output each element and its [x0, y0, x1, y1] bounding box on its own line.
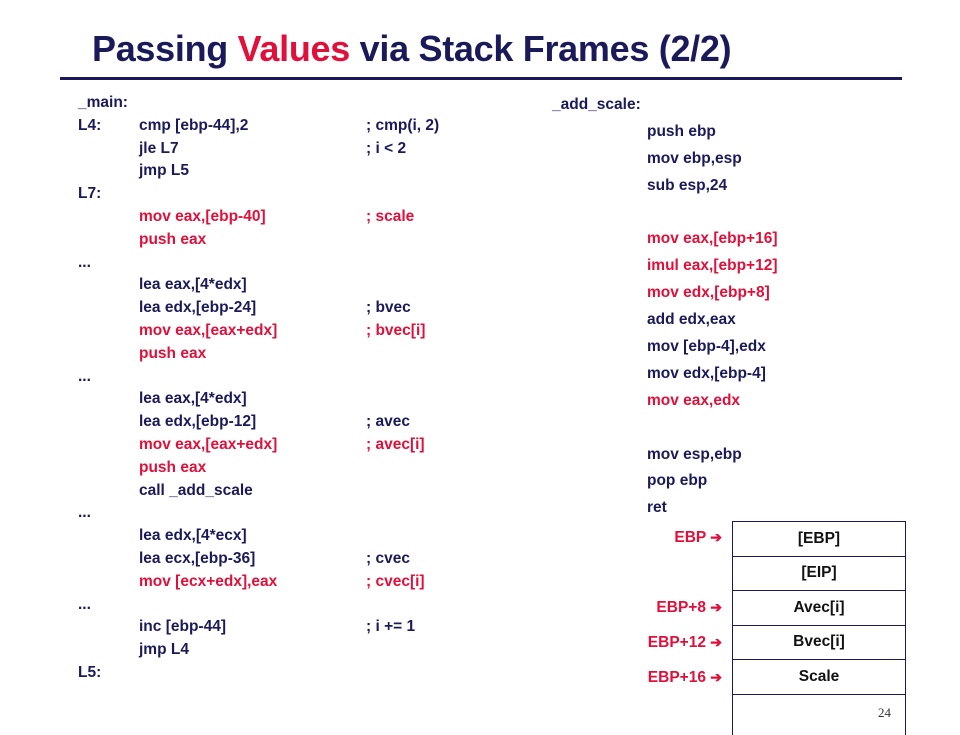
code-instruction: lea edx,[ebp-24]	[139, 299, 257, 317]
code-instruction: mov eax,[ebp+16]	[647, 230, 778, 248]
code-label: L5:	[78, 663, 102, 681]
code-instruction: jle L7	[139, 139, 179, 157]
code-instruction: mov [ecx+edx],eax	[139, 572, 278, 590]
code-instruction: lea eax,[4*edx]	[139, 276, 247, 294]
code-comment: ; cmp(i, 2)	[366, 116, 440, 134]
code-label: ...	[78, 504, 91, 522]
code-instruction: mov edx,[ebp-4]	[647, 364, 766, 382]
code-instruction: call _add_scale	[139, 481, 253, 499]
code-comment: ; bvec[i]	[366, 321, 426, 339]
code-instruction: mov eax,[ebp-40]	[139, 207, 266, 225]
code-instruction: push ebp	[647, 122, 716, 140]
code-instruction: lea ecx,[ebp-36]	[139, 549, 256, 567]
title-underline	[60, 77, 902, 80]
code-instruction: push eax	[139, 230, 207, 248]
pointer-text: EBP+8	[656, 599, 711, 616]
code-instruction: jmp L5	[139, 162, 189, 180]
title-highlight: Values	[237, 28, 351, 69]
right-arrow-icon: ➔	[710, 529, 722, 545]
code-instruction: mov ebp,esp	[647, 149, 742, 167]
stack-pointer-label: EBP+12 ➔	[522, 634, 722, 652]
code-comment: ; avec	[366, 413, 410, 431]
code-instruction: mov edx,[ebp+8]	[647, 284, 770, 302]
title-part-1: Passing	[92, 28, 238, 69]
stack-frame-diagram: [EBP][EIP]Avec[i]Bvec[i]Scale 24	[732, 521, 906, 735]
pointer-text: EBP	[674, 529, 711, 546]
page-number: 24	[878, 704, 891, 720]
stack-pointer-label: EBP+16 ➔	[522, 669, 722, 687]
code-instruction: jmp L4	[139, 641, 189, 659]
code-instruction: mov eax,[eax+edx]	[139, 321, 278, 339]
stack-cell: Bvec[i]	[733, 626, 905, 660]
code-instruction: lea edx,[ebp-12]	[139, 413, 257, 431]
code-comment: ; cvec[i]	[366, 572, 425, 590]
code-label: ...	[78, 253, 91, 271]
stack-cell-empty: 24	[733, 695, 905, 735]
stack-pointer-label: EBP+8 ➔	[522, 599, 722, 617]
code-instruction: pop ebp	[647, 472, 708, 490]
code-comment: ; i < 2	[366, 139, 407, 157]
code-label: ...	[78, 367, 91, 385]
stack-cell: [EIP]	[733, 557, 905, 591]
code-instruction: add edx,eax	[647, 311, 736, 329]
code-instruction: imul eax,[ebp+12]	[647, 257, 778, 275]
code-label: L4:	[78, 116, 102, 134]
right-arrow-icon: ➔	[710, 669, 722, 685]
code-label: _add_scale:	[552, 96, 641, 113]
code-instruction: mov eax,edx	[647, 391, 741, 409]
code-instruction: mov eax,[eax+edx]	[139, 435, 278, 453]
pointer-text: EBP+16	[647, 669, 711, 686]
code-comment: ; bvec	[366, 299, 411, 317]
code-instruction: push eax	[139, 458, 207, 476]
code-label: L7:	[78, 185, 102, 203]
pointer-text: EBP+12	[647, 634, 711, 651]
code-instruction: push eax	[139, 344, 207, 362]
code-comment: ; i += 1	[366, 618, 416, 636]
right-arrow-icon: ➔	[710, 599, 722, 615]
code-comment: ; scale	[366, 207, 415, 225]
stack-cell: Scale	[733, 660, 905, 695]
code-comment: ; avec[i]	[366, 435, 425, 453]
code-instruction: inc [ebp-44]	[139, 618, 226, 636]
code-instruction: mov esp,ebp	[647, 445, 742, 463]
right-arrow-icon: ➔	[710, 634, 722, 650]
title-part-2: via Stack Frames (2/2)	[349, 28, 732, 69]
stack-pointer-label: EBP ➔	[522, 529, 722, 547]
code-instruction: ret	[647, 499, 667, 517]
code-comment: ; cvec	[366, 549, 410, 567]
code-instruction: sub esp,24	[647, 176, 728, 194]
code-instruction: mov [ebp-4],edx	[647, 338, 766, 356]
code-label: _main:	[78, 94, 128, 111]
code-instruction: cmp [ebp-44],2	[139, 116, 249, 134]
code-instruction: lea edx,[4*ecx]	[139, 527, 247, 545]
code-label: ...	[78, 595, 91, 613]
code-instruction: lea eax,[4*edx]	[139, 390, 247, 408]
stack-cell: [EBP]	[733, 521, 905, 557]
slide-title: Passing Values via Stack Frames (2/2)	[92, 28, 732, 70]
stack-cell: Avec[i]	[733, 591, 905, 626]
